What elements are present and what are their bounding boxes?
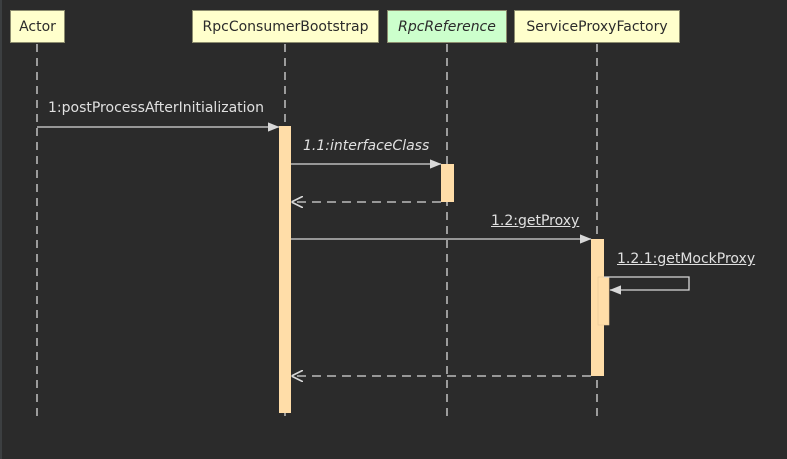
participant-factory-label: ServiceProxyFactory <box>526 18 668 35</box>
message-label-m1[interactable]: 1:postProcessAfterInitialization <box>48 100 264 116</box>
left-edge-divider <box>0 0 2 459</box>
activation-factory-nested <box>597 276 610 326</box>
participant-actor-label: Actor <box>19 18 56 35</box>
participant-rpc-consumer-bootstrap[interactable]: RpcConsumerBootstrap <box>192 10 379 43</box>
participant-rpc-reference[interactable]: RpcReference <box>387 10 507 43</box>
participant-service-proxy-factory[interactable]: ServiceProxyFactory <box>514 10 680 43</box>
participant-bootstrap-label: RpcConsumerBootstrap <box>202 18 369 35</box>
activation-reference <box>441 164 454 202</box>
message-arrow-m5 <box>604 276 690 295</box>
participant-reference-label: RpcReference <box>398 18 496 35</box>
participant-actor[interactable]: Actor <box>10 10 65 43</box>
message-label-m5[interactable]: 1.2.1:getMockProxy <box>617 251 756 267</box>
message-label-m2[interactable]: 1.1:interfaceClass <box>303 138 430 154</box>
activation-bootstrap <box>279 126 291 413</box>
message-label-m4[interactable]: 1.2:getProxy <box>491 213 580 229</box>
activation-factory <box>591 239 604 376</box>
